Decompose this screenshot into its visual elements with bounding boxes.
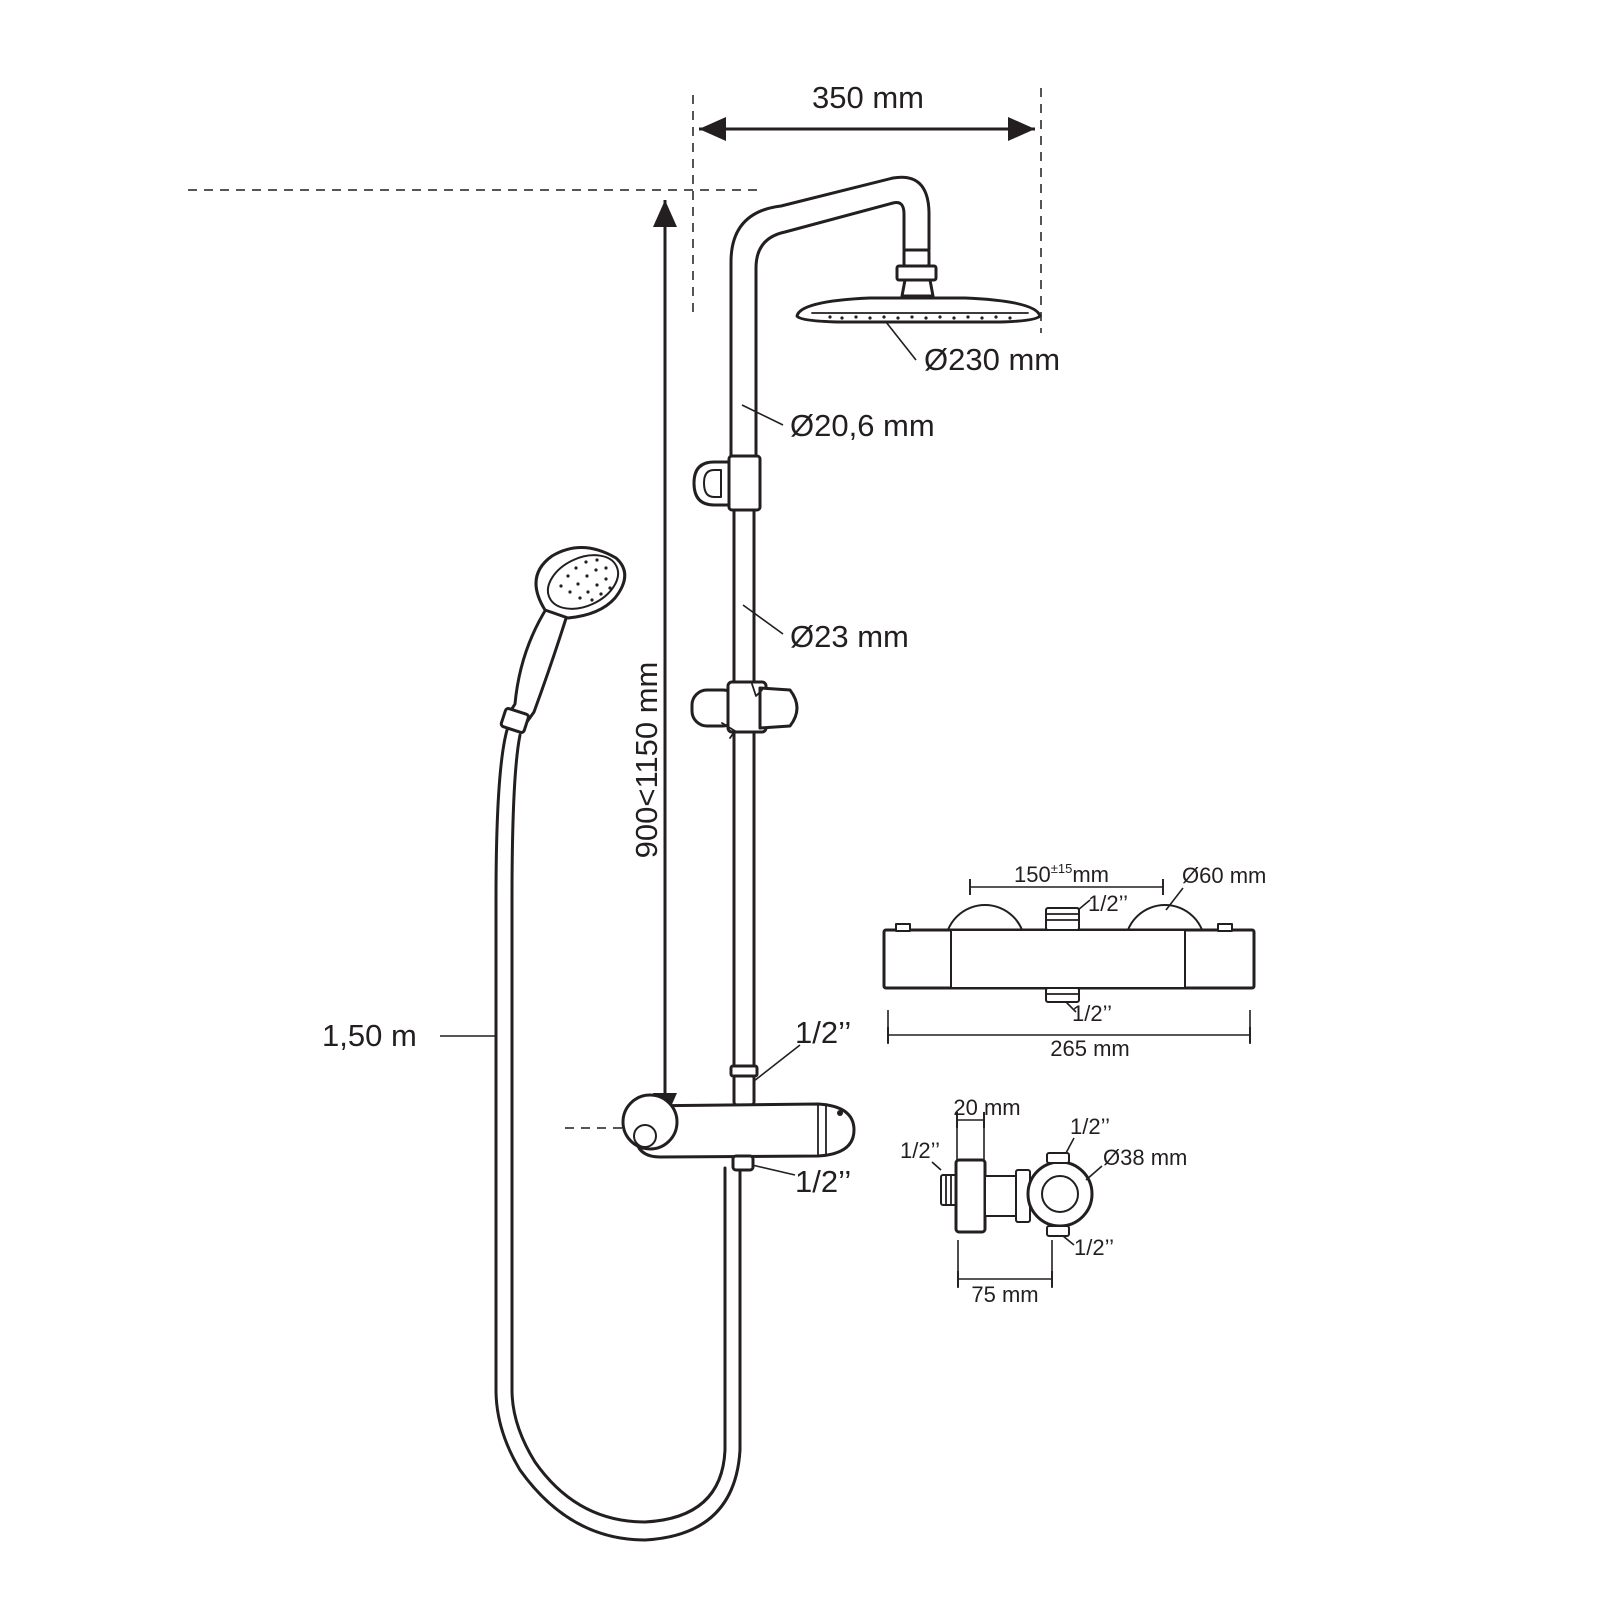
height-dimension-label: 900<1150 mm (629, 662, 664, 859)
front-spacing-value: 150 (1014, 862, 1051, 887)
width-dimension: 350 mm (699, 80, 1035, 141)
side-knob-diameter-label: Ø38 mm (1103, 1145, 1187, 1170)
valve-outlet-top-label: 1/2’’ (795, 1015, 851, 1050)
nozzle-dots (828, 315, 1012, 320)
side-top-thread-label: 1/2’’ (1070, 1114, 1110, 1139)
overhead-shower-head: Ø230 mm (795, 248, 1060, 377)
slide-bar-holder (690, 680, 799, 739)
side-bottom-thread-label: 1/2’’ (1074, 1235, 1114, 1260)
valve-front-view: 150±15mm Ø60 mm 1/2’’ 1/2’’ 265 mm (882, 861, 1266, 1061)
side-depth-label: 75 mm (971, 1282, 1038, 1307)
front-top-outlet-label: 1/2’’ (1088, 891, 1128, 916)
side-left-thread-label: 1/2’’ (900, 1138, 940, 1163)
hand-shower (499, 546, 627, 734)
height-dimension: 900<1150 mm (629, 200, 677, 1120)
valve-inlet-bottom-label: 1/2’’ (795, 1164, 851, 1199)
shower-hose: 1,50 m (322, 728, 742, 1542)
width-dimension-label: 350 mm (812, 80, 924, 115)
wall-bracket (692, 454, 762, 512)
front-bottom-outlet-label: 1/2’’ (1072, 1001, 1112, 1026)
front-knob-diameter-label: Ø60 mm (1182, 863, 1266, 888)
riser-pipe (729, 175, 931, 1077)
upper-pipe-diameter: Ø20,6 mm (741, 404, 935, 443)
side-wall-depth-label: 20 mm (953, 1095, 1020, 1120)
thermostatic-valve: 1/2’’ 1/2’’ (621, 1015, 856, 1199)
hose-length-label: 1,50 m (322, 1018, 417, 1053)
lower-pipe-diameter: Ø23 mm (742, 604, 909, 654)
front-spacing-unit: mm (1072, 862, 1109, 887)
valve-side-view: 20 mm 1/2’’ 1/2’’ Ø38 mm 1/2’’ 75 mm (900, 1095, 1187, 1307)
head-diameter-label: Ø230 mm (924, 342, 1060, 377)
extension-lines (188, 88, 1042, 1129)
hand-shower-nozzles (559, 558, 612, 602)
front-spacing-tolerance: ±15 (1051, 861, 1073, 876)
upper-pipe-diameter-label: Ø20,6 mm (790, 408, 935, 443)
lower-pipe-diameter-label: Ø23 mm (790, 619, 909, 654)
front-total-length-label: 265 mm (1050, 1036, 1129, 1061)
front-spacing-label: 150±15mm (1014, 861, 1109, 887)
